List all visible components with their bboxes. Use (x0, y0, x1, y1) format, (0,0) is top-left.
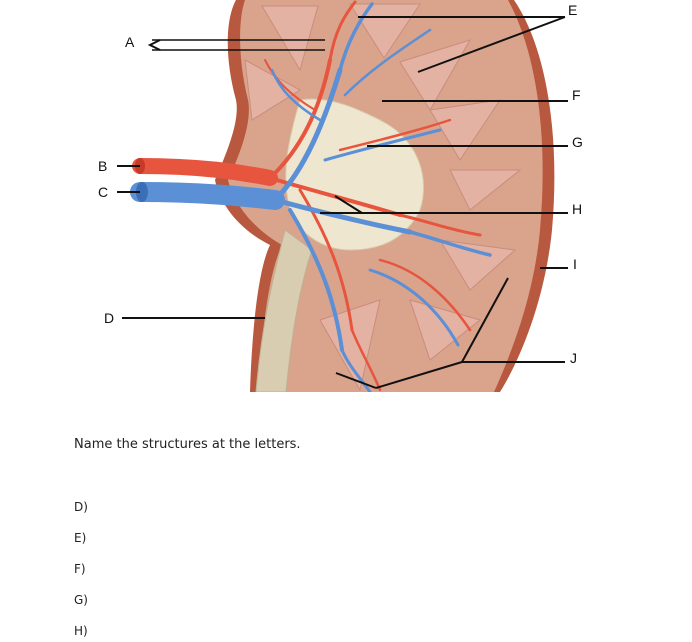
leader-lines (117, 16, 568, 389)
answer-label-g: G) (74, 593, 88, 607)
label-d: D (104, 310, 114, 326)
answer-label-e: E) (74, 531, 87, 545)
label-b: B (98, 158, 107, 174)
renal-veins (130, 2, 492, 392)
label-c: C (98, 184, 108, 200)
renal-pyramids (244, 3, 522, 392)
ureter (255, 229, 313, 392)
label-e: E (568, 2, 577, 18)
pointer-arrow-a (147, 39, 161, 51)
label-g: G (572, 134, 583, 150)
renal-vein-end (136, 182, 148, 202)
label-j: J (570, 350, 577, 366)
label-i: I (573, 256, 577, 272)
answer-label-f: F) (74, 562, 86, 576)
label-h: H (572, 201, 582, 217)
label-a: A (125, 34, 135, 50)
answer-label-h: H) (74, 624, 88, 638)
answer-label-d: D) (74, 500, 88, 514)
kidney-diagram: A B C D E F G H I J (98, 0, 583, 392)
question-text: Name the structures at the letters. (74, 437, 301, 452)
label-f: F (572, 87, 581, 103)
